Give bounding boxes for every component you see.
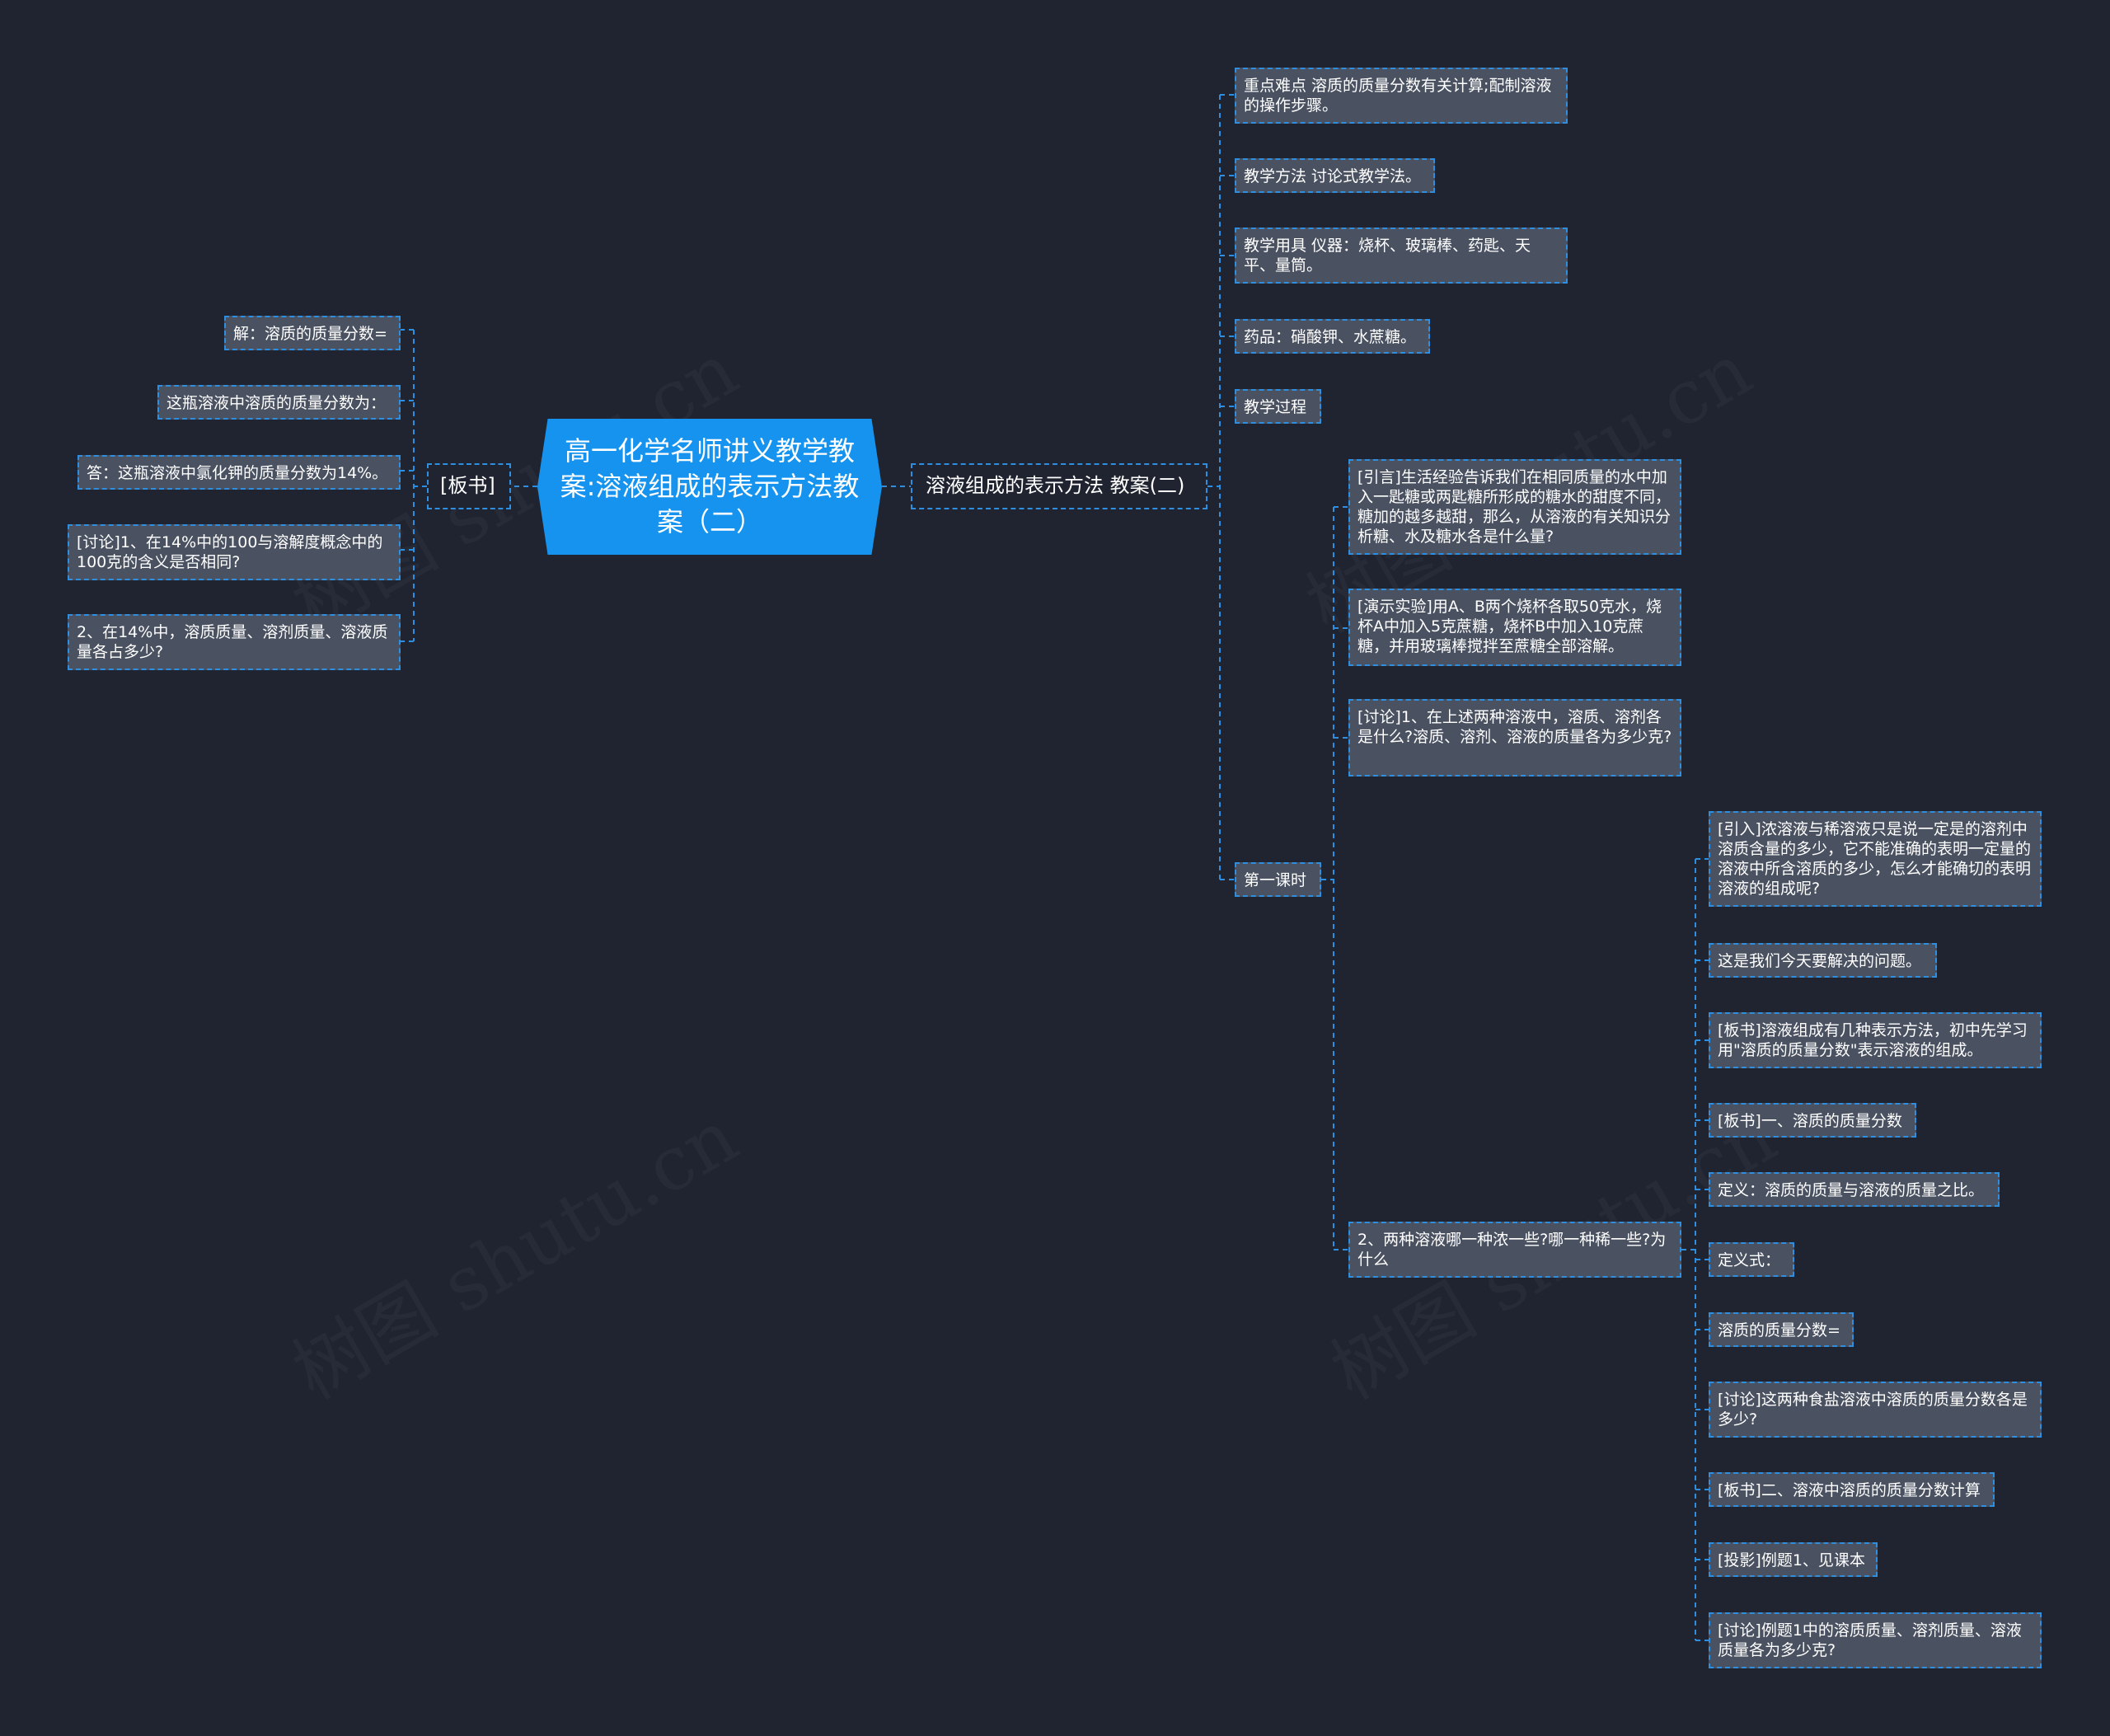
left-leaf-node[interactable]: 2、在14%中，溶质质量、溶剂质量、溶液质量各占多少? [68,614,401,670]
right-item-node[interactable]: 教学方法 讨论式教学法。 [1235,158,1435,193]
sub-item-node[interactable]: 溶质的质量分数= [1709,1312,1854,1347]
sub-item-node[interactable]: [引入]浓溶液与稀溶液只是说一定是的溶剂中溶质含量的多少，它不能准确的表明一定量… [1709,811,2042,907]
right-item-node[interactable]: 重点难点 溶质的质量分数有关计算;配制溶液的操作步骤。 [1235,68,1568,124]
sub-item-node[interactable]: 定义式： [1709,1242,1794,1277]
left-leaf-node[interactable]: [讨论]1、在14%中的100与溶解度概念中的100克的含义是否相同? [68,524,401,580]
sub-item-node[interactable]: [板书]一、溶质的质量分数 [1709,1103,1916,1138]
sub-item-node[interactable]: [板书]溶液组成有几种表示方法，初中先学习用"溶质的质量分数"表示溶液的组成。 [1709,1012,2042,1068]
left-leaf-node[interactable]: 这瓶溶液中溶质的质量分数为： [157,385,401,420]
sub-item-node[interactable]: 定义：溶质的质量与溶液的质量之比。 [1709,1172,2000,1207]
sub-item-node[interactable]: [讨论]这两种食盐溶液中溶质的质量分数各是多少? [1709,1382,2042,1438]
right-item-node[interactable]: 教学用具 仪器：烧杯、玻璃棒、药匙、天平、量筒。 [1235,228,1568,284]
lesson-step-node[interactable]: [讨论]1、在上述两种溶液中，溶质、溶剂各是什么?溶质、溶剂、溶液的质量各为多少… [1348,699,1681,777]
left-branch-topic[interactable]: [板书] [427,463,511,509]
lesson-step-node[interactable]: [引言]生活经验告诉我们在相同质量的水中加入一匙糖或两匙糖所形成的糖水的甜度不同… [1348,459,1681,555]
sub-item-node[interactable]: [板书]二、溶液中溶质的质量分数计算 [1709,1472,1995,1507]
sub-item-node[interactable]: [讨论]例题1中的溶质质量、溶剂质量、溶液质量各为多少克? [1709,1612,2042,1668]
right-item-node[interactable]: 药品：硝酸钾、水蔗糖。 [1235,319,1430,354]
right-branch-topic[interactable]: 溶液组成的表示方法 教案(二) [911,463,1207,509]
sub-item-node[interactable]: 这是我们今天要解决的问题。 [1709,943,1937,978]
lesson-step-node[interactable]: 2、两种溶液哪一种浓一些?哪一种稀一些?为什么 [1348,1222,1681,1278]
lesson-step-node[interactable]: [演示实验]用A、B两个烧杯各取50克水，烧杯A中加入5克蔗糖，烧杯B中加入10… [1348,589,1681,666]
left-leaf-node[interactable]: 答：这瓶溶液中氯化钾的质量分数为14%。 [77,455,401,490]
root-topic[interactable]: 高一化学名师讲义教学教案:溶液组成的表示方法教案（二） [537,419,882,555]
sub-item-node[interactable]: [投影]例题1、见课本 [1709,1542,1878,1577]
left-leaf-node[interactable]: 解：溶质的质量分数= [224,316,401,350]
right-item-node[interactable]: 教学过程 [1235,389,1321,424]
first-lesson-node[interactable]: 第一课时 [1235,862,1321,897]
